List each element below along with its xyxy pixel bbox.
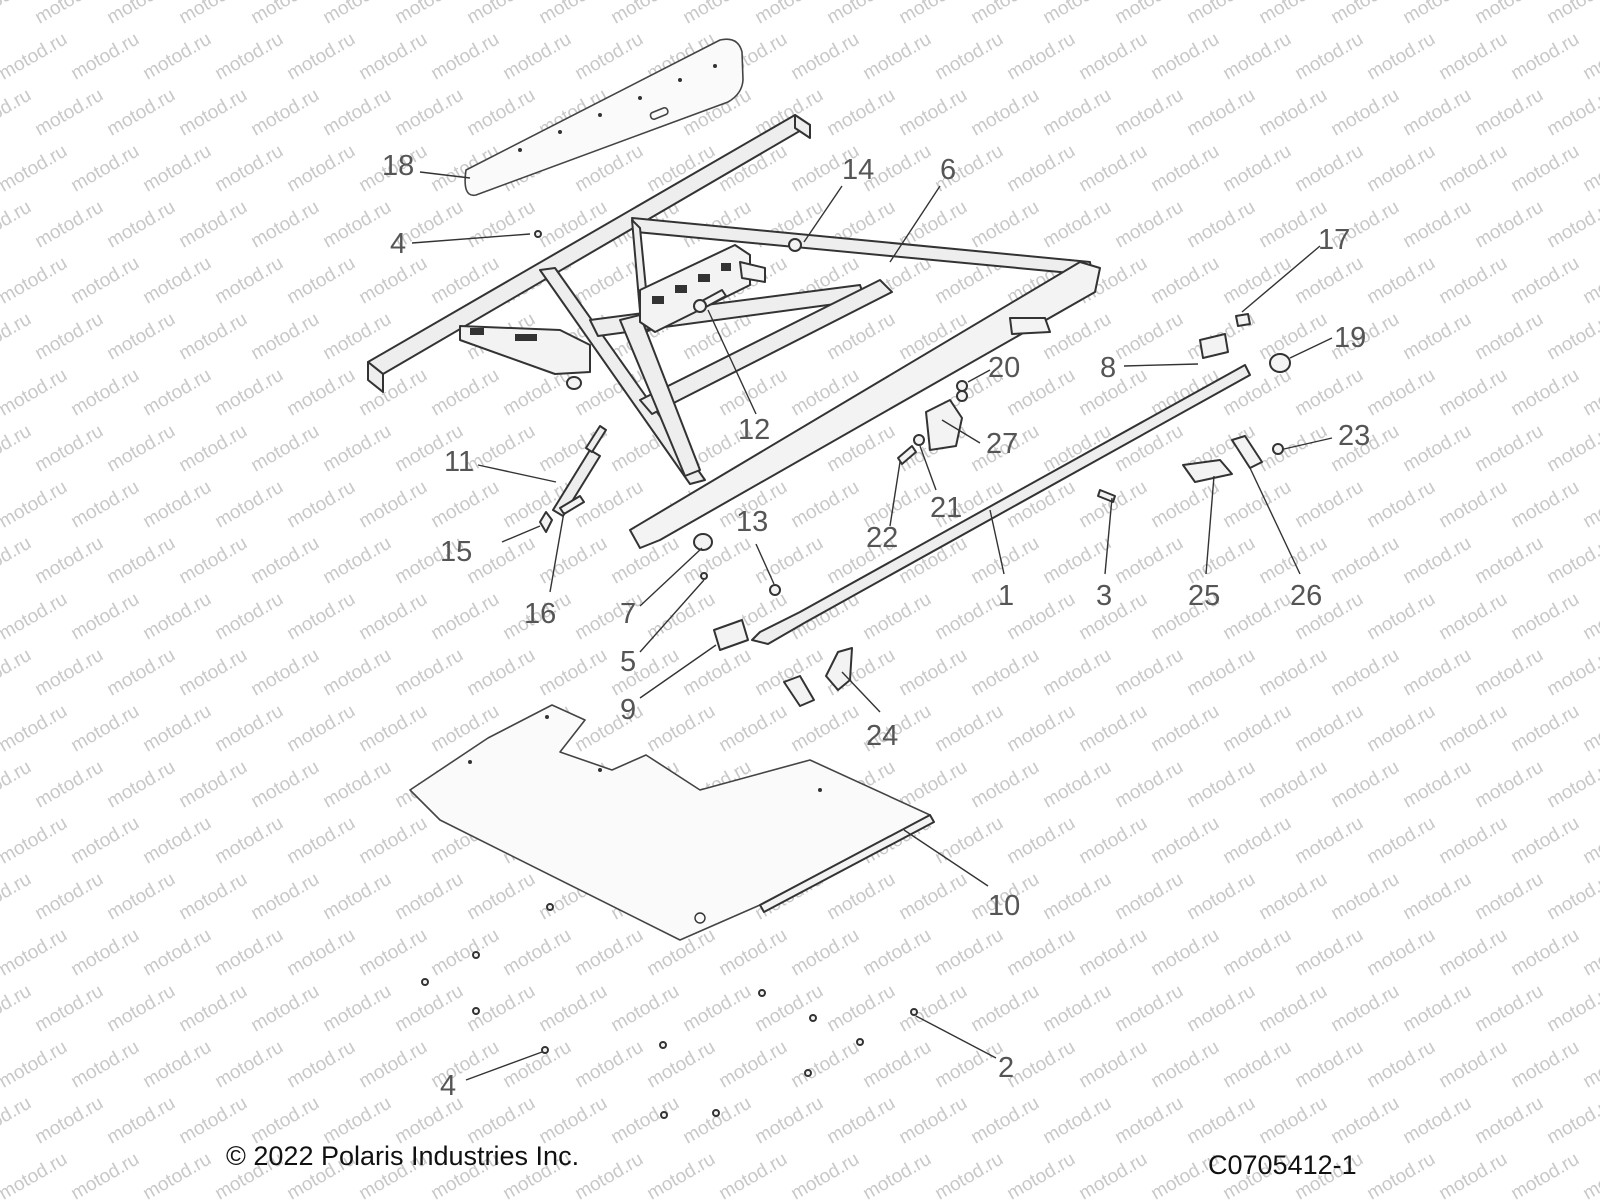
part-1-rod [751, 364, 1251, 645]
callout-1: 1 [998, 580, 1015, 612]
part-18-cover-plate [464, 38, 744, 197]
part-6-frame [367, 114, 1101, 549]
callout-4-top: 4 [390, 228, 407, 260]
callout-3: 3 [1096, 580, 1113, 612]
part-3-bolt [1097, 489, 1116, 503]
callout-6: 6 [940, 154, 957, 186]
leader-lines [411, 171, 1333, 1081]
part-4-screws [534, 230, 549, 1054]
callout-2: 2 [998, 1052, 1015, 1084]
part-23-bolt [1272, 443, 1284, 455]
callout-27: 27 [986, 428, 1019, 460]
part-12-bolt [693, 289, 727, 313]
part-22-bolt [897, 445, 917, 465]
part-26-plate [1231, 435, 1263, 469]
callout-8: 8 [1100, 352, 1117, 384]
part-2-screws [421, 903, 918, 1119]
callout-19: 19 [1334, 322, 1367, 354]
callout-22: 22 [866, 522, 899, 554]
part-7-bumper [693, 533, 713, 551]
copyright-text: © 2022 Polaris Industries Inc. [226, 1141, 580, 1171]
callout-4-bottom: 4 [440, 1070, 457, 1102]
callout-12: 12 [738, 414, 771, 446]
part-14-nut [788, 238, 802, 252]
callout-26: 26 [1290, 580, 1323, 612]
part-8-bushing [1199, 333, 1229, 359]
figure-code: C0705412-1 [1208, 1150, 1357, 1180]
part-27-bracket [925, 399, 963, 451]
part-13-nut [769, 584, 781, 596]
part-17-spring [1235, 313, 1251, 327]
callout-5: 5 [620, 646, 637, 678]
callout-20: 20 [988, 352, 1021, 384]
part-16-pin [559, 495, 585, 515]
part-24-bracket [783, 647, 853, 707]
part-10-skid-plate [409, 704, 935, 941]
callout-14: 14 [842, 154, 875, 186]
part-19-grip [1269, 353, 1291, 373]
callout-17: 17 [1318, 224, 1351, 256]
part-20-washer [956, 380, 968, 402]
part-9-grip [713, 619, 749, 651]
callout-16: 16 [524, 598, 557, 630]
callout-21: 21 [930, 492, 963, 524]
callout-11: 11 [444, 446, 475, 478]
callout-23: 23 [1338, 420, 1371, 452]
callout-18: 18 [382, 150, 415, 182]
callout-15: 15 [440, 536, 473, 568]
part-25-bracket [1182, 459, 1233, 483]
callout-13: 13 [736, 506, 769, 538]
callout-7: 7 [620, 598, 637, 630]
callout-9: 9 [620, 694, 637, 726]
callout-24: 24 [866, 720, 899, 752]
part-11-gas-strut [552, 425, 607, 517]
callout-25: 25 [1188, 580, 1221, 612]
callout-10: 10 [988, 890, 1021, 922]
part-21-washer [913, 434, 925, 446]
part-15-clip [539, 511, 553, 533]
part-5-screw [700, 572, 708, 580]
